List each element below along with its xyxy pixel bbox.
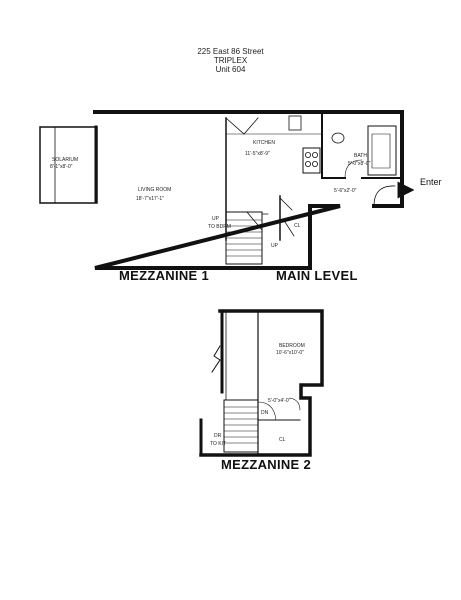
stair-down-kit-label: DR (214, 433, 222, 439)
stair-down-kit-destination: TO KIT (210, 441, 227, 447)
bedroom-dims: 10'-6"x10'-0" (276, 350, 304, 356)
main-level-title: MAIN LEVEL (276, 268, 358, 283)
bath-dims: 5'-0"x8'-0" (348, 161, 371, 167)
bedroom-label: BEDROOM (279, 343, 305, 349)
stair-up-main-label: UP (271, 243, 278, 249)
outer-wall-lower (199, 309, 324, 457)
address-text: 225 East 86 Street (197, 47, 264, 56)
stair-up-label: UP (212, 216, 219, 222)
kitchen-label: KITCHEN (253, 140, 275, 146)
solarium-dims: 8'-1"x8'-0" (50, 164, 73, 170)
kitchen-dims: 11'-5"x8'-9" (245, 151, 270, 157)
stair-down (223, 399, 259, 453)
living-room-label: LIVING ROOM (138, 187, 172, 193)
entry-arrow-icon (397, 181, 415, 199)
outer-wall-upper (93, 110, 404, 270)
foyer-dims: 5'-6"x2'-0" (334, 188, 357, 194)
closet-m2-label: CL (279, 437, 286, 443)
stair-up-destination: TO BDRM (208, 224, 231, 230)
closet-main-label: CL (294, 223, 301, 229)
mezzanine-2-title: MEZZANINE 2 (221, 457, 311, 472)
mezzanine-1-title: MEZZANINE 1 (119, 268, 209, 283)
bath-label: BATH (354, 153, 367, 159)
enter-label: Enter (420, 177, 442, 187)
unit-type-text: TRIPLEX (213, 56, 248, 65)
living-room-dims: 18'-7"x17'-1" (136, 196, 164, 202)
solarium-label: SOLARIUM (52, 157, 79, 163)
unit-number-text: Unit 604 (215, 65, 246, 74)
stair-down-label: DN (261, 410, 269, 416)
hall-m2-dims: 5'-0"x4'-0" (268, 398, 291, 404)
